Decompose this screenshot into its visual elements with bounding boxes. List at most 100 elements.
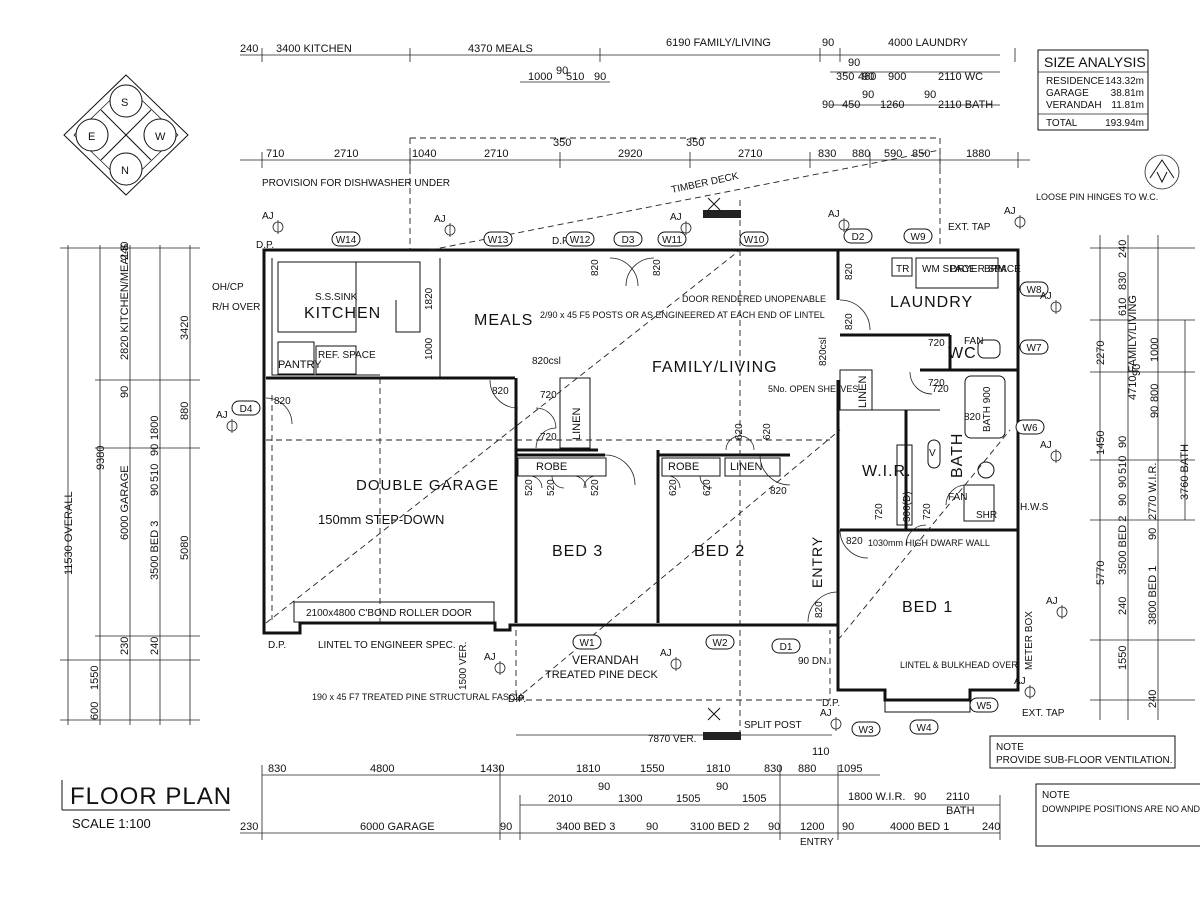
bdim-110: 110 bbox=[812, 746, 830, 758]
right-90f: 90 bbox=[1147, 528, 1159, 540]
compass-e: E bbox=[88, 131, 95, 143]
dim2-880: 880 bbox=[852, 148, 870, 160]
aj-marker: AJ bbox=[434, 214, 456, 237]
dim2-2710a: 2710 bbox=[334, 148, 358, 160]
dim-bath-1260: 1260 bbox=[880, 99, 904, 111]
post-marker-bottom bbox=[703, 732, 741, 740]
right-610: 610 bbox=[1117, 298, 1129, 316]
note-1500-ver: 1500 VER. bbox=[458, 642, 469, 690]
note-lintel-bulkhead: LINTEL & BULKHEAD OVER bbox=[900, 660, 1018, 670]
tag-w7: W7 bbox=[1019, 339, 1049, 355]
left-90b: 90 bbox=[149, 444, 161, 456]
robe-bed2: ROBE bbox=[668, 461, 699, 473]
dim-bath-90c: 90 bbox=[924, 89, 936, 101]
dim-wc-460: 460 bbox=[858, 71, 876, 83]
tag-d3: D3 bbox=[613, 231, 643, 247]
tag-w9: W9 bbox=[903, 228, 933, 244]
svg-text:W12: W12 bbox=[570, 235, 591, 246]
room-bed2: BED 2 bbox=[694, 543, 745, 560]
note-ext-tap-bottom: EXT. TAP bbox=[1022, 708, 1065, 719]
right-510: 510 bbox=[1117, 456, 1129, 474]
right-2270: 2270 bbox=[1095, 341, 1107, 365]
left-1550: 1550 bbox=[89, 666, 101, 690]
dim2-350b: 350 bbox=[686, 137, 704, 149]
left-5080: 5080 bbox=[179, 536, 191, 560]
note-split-post: SPLIT POST bbox=[744, 720, 802, 731]
door-size-label: 620 bbox=[762, 423, 773, 440]
note-dp-4: D.P. bbox=[552, 236, 570, 247]
svg-text:AJ: AJ bbox=[434, 214, 446, 225]
tag-w3: W3 bbox=[851, 721, 881, 737]
note-dp-5: D.P. bbox=[822, 698, 840, 709]
tag-w6: W6 bbox=[1015, 419, 1045, 435]
tag-w1: W1 bbox=[572, 634, 602, 650]
door-size-label: 620 bbox=[702, 479, 713, 496]
door-size-label: 720 bbox=[874, 503, 885, 520]
door-size-label: 520 bbox=[524, 479, 535, 496]
top-dimension-lines: 240 3400 KITCHEN 4370 MEALS 6190 FAMILY/… bbox=[240, 37, 1030, 168]
note-box-ventilation: NOTE PROVIDE SUB-FLOOR VENTILATION. bbox=[989, 735, 1176, 769]
bdim3-entry: ENTRY bbox=[800, 837, 834, 848]
note-rh-over: R/H OVER bbox=[212, 302, 260, 313]
note-fan-wc: FAN bbox=[964, 336, 983, 347]
door-size-label: 720 bbox=[922, 503, 933, 520]
bdim2-wir: 1800 W.I.R. bbox=[848, 791, 905, 803]
note-dp-3: D.P. bbox=[508, 694, 526, 705]
svg-text:W5: W5 bbox=[977, 701, 992, 712]
note-shelves: 5No. OPEN SHELVES bbox=[768, 384, 858, 394]
bdim3-bed2: 3100 BED 2 bbox=[690, 821, 749, 833]
bdim3-90b: 90 bbox=[646, 821, 658, 833]
bdim3-90c: 90 bbox=[768, 821, 780, 833]
linen-meals: LINEN bbox=[571, 408, 583, 440]
note-posts: 2/90 x 45 F5 POSTS OR AS ENGINEERED AT E… bbox=[540, 310, 825, 320]
svg-text:W1: W1 bbox=[580, 638, 595, 649]
door-size-label: 820 bbox=[492, 386, 509, 397]
svg-text:AJ: AJ bbox=[820, 708, 832, 719]
door-size-label: 820 bbox=[814, 601, 825, 618]
size-analysis-heading: SIZE ANALYSIS bbox=[1044, 54, 1146, 70]
tag-w5: W5 bbox=[969, 697, 999, 713]
overall-dim: 11530 OVERALL bbox=[63, 491, 75, 575]
tag-d1: D1 bbox=[771, 638, 801, 654]
aj-marker: AJ bbox=[670, 212, 692, 235]
note-300d: 300(D) bbox=[902, 491, 913, 522]
dim2-1880: 1880 bbox=[966, 148, 990, 160]
bdim2-1505a: 1505 bbox=[676, 793, 700, 805]
dim-bath-2110: 2110 BATH bbox=[938, 99, 993, 111]
note-head-2: NOTE bbox=[1042, 790, 1070, 801]
verandah-area-label: VERANDAH bbox=[1046, 100, 1102, 111]
door-size-label: 720 bbox=[540, 432, 557, 443]
note-shr: SHR bbox=[976, 510, 997, 521]
svg-text:AJ: AJ bbox=[670, 212, 682, 223]
verandah-area-value: 11.81m bbox=[1111, 100, 1144, 111]
door-size-label: 820 bbox=[964, 412, 981, 423]
right-800: 800 bbox=[1149, 384, 1161, 402]
note-head-1: NOTE bbox=[996, 742, 1024, 753]
svg-text:AJ: AJ bbox=[262, 211, 274, 222]
svg-text:W4: W4 bbox=[917, 723, 932, 734]
right-family: 4710 FAMILY/LIVING bbox=[1127, 295, 1139, 400]
door-size-label: 1820 bbox=[424, 287, 435, 310]
note-vent: PROVIDE SUB-FLOOR VENTILATION. bbox=[996, 755, 1173, 766]
door-size-label: 1000 bbox=[424, 337, 435, 360]
dim-wc-350: 350 bbox=[836, 71, 854, 83]
door-size-label: 820 bbox=[846, 536, 863, 547]
svg-text:W10: W10 bbox=[744, 235, 765, 246]
compass-s: S bbox=[121, 97, 128, 109]
robe-bed3: ROBE bbox=[536, 461, 567, 473]
note-roller-door: 2100x4800 C'BOND ROLLER DOOR bbox=[306, 608, 472, 619]
bdim-1095: 1095 bbox=[838, 763, 862, 775]
left-1800: 1800 bbox=[149, 416, 161, 440]
svg-text:AJ: AJ bbox=[660, 648, 672, 659]
total-label: TOTAL bbox=[1046, 118, 1078, 129]
garage-area-value: 38.81m bbox=[1111, 88, 1144, 99]
left-510: 510 bbox=[149, 464, 161, 482]
svg-text:AJ: AJ bbox=[1040, 291, 1052, 302]
tag-w14: W14 bbox=[331, 231, 361, 247]
svg-text:D3: D3 bbox=[622, 235, 635, 246]
dim-bath-90b: 90 bbox=[862, 89, 874, 101]
bdim-1810b: 1810 bbox=[706, 763, 730, 775]
tag-d2: D2 bbox=[843, 228, 873, 244]
note-ext-tap-top: EXT. TAP bbox=[948, 222, 991, 233]
